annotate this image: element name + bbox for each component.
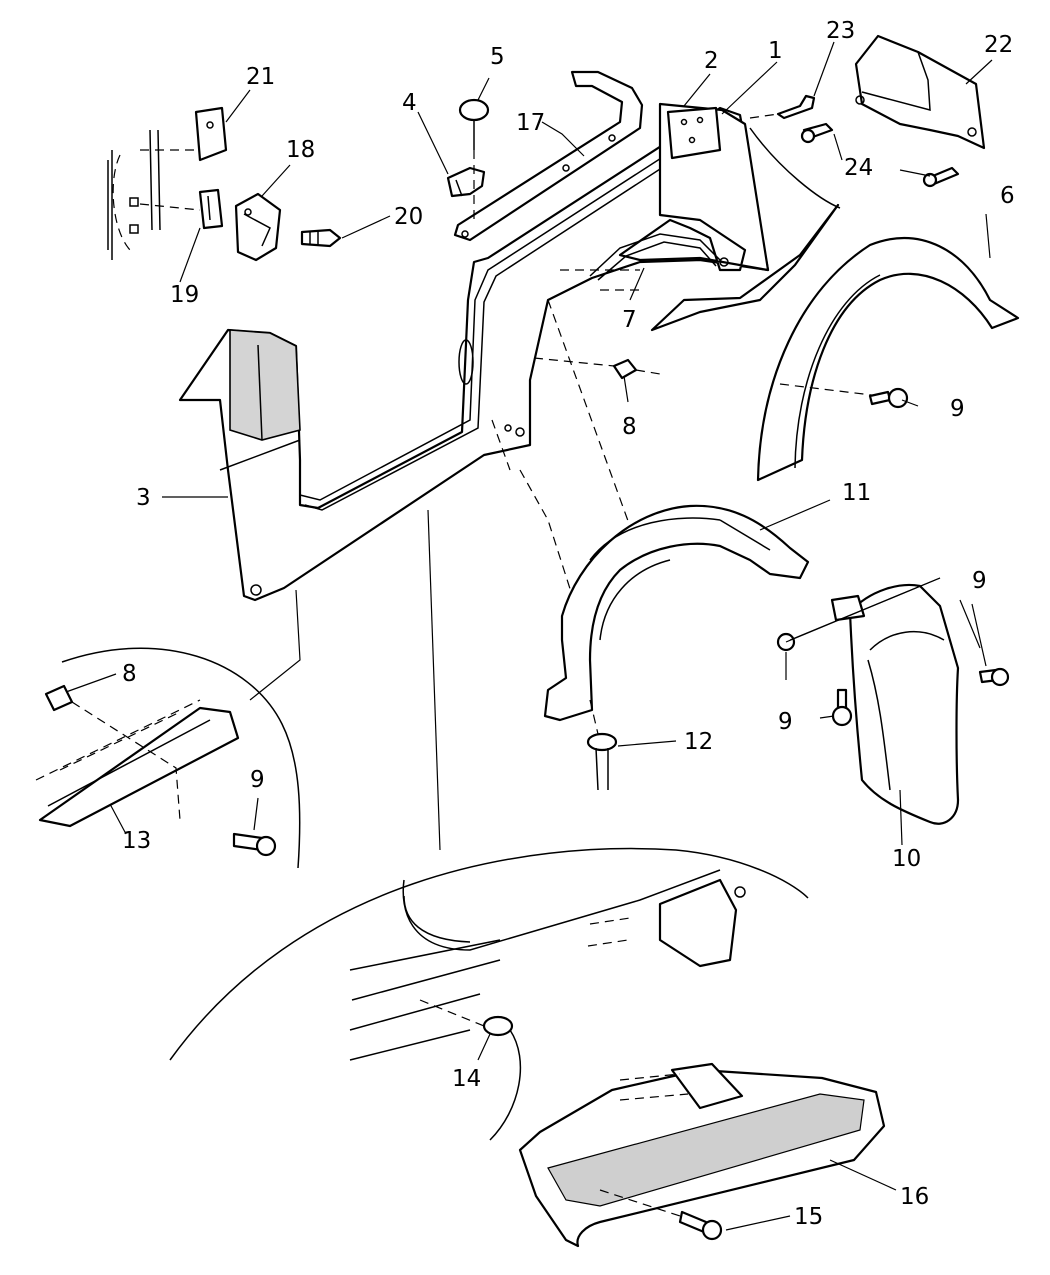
bolt-15 xyxy=(599,1189,723,1241)
callout-9-mudflap-left: 9 xyxy=(778,709,793,735)
bolt-9-flare xyxy=(868,387,909,409)
callout-16: 16 xyxy=(900,1184,929,1210)
callout-23: 23 xyxy=(826,18,855,44)
nut-8-sill xyxy=(44,684,181,821)
leader-lines xyxy=(65,41,993,1231)
callout-12: 12 xyxy=(684,729,713,755)
attachment-lines xyxy=(249,269,641,851)
callout-9-flare: 9 xyxy=(950,396,965,422)
upper-rail-17 xyxy=(453,70,644,242)
callout-2: 2 xyxy=(704,48,719,74)
callout-20: 20 xyxy=(394,204,423,230)
bolt-9-sill xyxy=(232,832,277,857)
mud-flap-10 xyxy=(830,583,960,825)
nut-14 xyxy=(419,999,522,1141)
clip-4 xyxy=(446,166,486,198)
inner-fender-liner-11 xyxy=(543,504,810,722)
screw-23 xyxy=(749,94,816,120)
callout-3: 3 xyxy=(136,485,151,511)
callout-1: 1 xyxy=(768,38,783,64)
bolt-9-mudflap-bottom xyxy=(831,688,853,727)
callout-10: 10 xyxy=(892,846,921,872)
screw-20 xyxy=(300,228,342,248)
callout-18: 18 xyxy=(286,137,315,163)
callout-21: 21 xyxy=(246,64,275,90)
callout-4: 4 xyxy=(402,90,417,116)
screw-24b xyxy=(922,166,960,188)
callout-numbers: 1 2 3 4 5 6 7 8 8 9 9 9 9 9 10 11 12 13 … xyxy=(122,18,1015,1230)
callout-15: 15 xyxy=(794,1204,823,1230)
push-pin-12 xyxy=(586,699,618,791)
callout-24: 24 xyxy=(844,155,873,181)
callout-19: 19 xyxy=(170,282,199,308)
bolt-9-mudflap-right xyxy=(978,667,1010,687)
screw-24a xyxy=(800,122,834,144)
door-frame-area xyxy=(107,129,161,260)
rear-quarter-panel xyxy=(589,102,841,332)
callout-13: 13 xyxy=(122,828,151,854)
callout-7: 7 xyxy=(622,307,637,333)
callout-11: 11 xyxy=(842,480,871,506)
detail-circle-sill xyxy=(35,647,301,869)
callout-9-mudflap-right: 9 xyxy=(972,568,987,594)
callout-8-body: 8 xyxy=(622,414,637,440)
running-board-16 xyxy=(518,1062,886,1248)
extra-labels xyxy=(789,577,987,667)
callout-5: 5 xyxy=(490,44,505,70)
callout-22: 22 xyxy=(984,32,1013,58)
callout-9-sill: 9 xyxy=(250,767,265,793)
nut-8-body xyxy=(533,357,661,380)
striker-bracket-18 xyxy=(234,192,282,262)
detail-circle-step xyxy=(169,847,809,1061)
fender-flare-6 xyxy=(756,236,1020,482)
push-pin-5 xyxy=(458,98,490,220)
callout-17: 17 xyxy=(516,110,545,136)
hinge-bracket-21 xyxy=(140,106,228,162)
callout-8-sill: 8 xyxy=(122,661,137,687)
spacer-19 xyxy=(139,188,224,230)
bracket-22 xyxy=(854,34,986,150)
callout-14: 14 xyxy=(452,1066,481,1092)
callout-6: 6 xyxy=(1000,183,1015,209)
